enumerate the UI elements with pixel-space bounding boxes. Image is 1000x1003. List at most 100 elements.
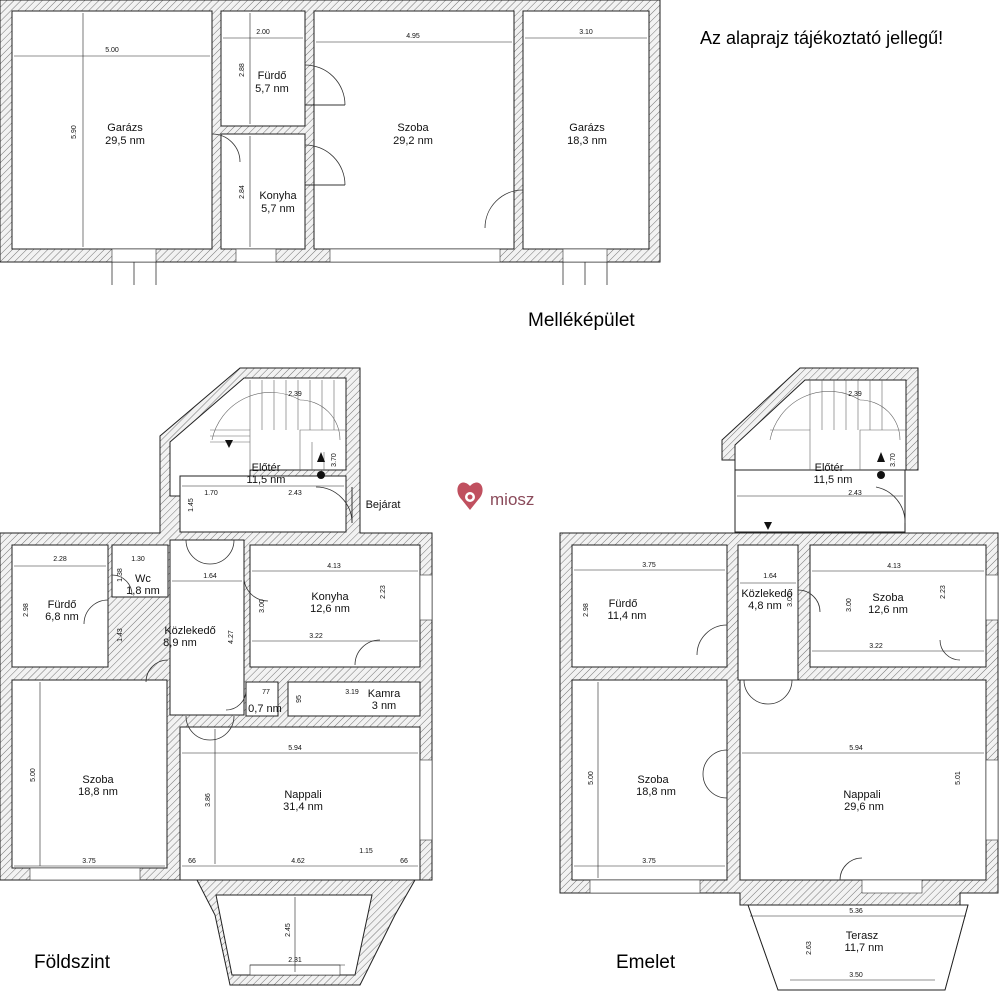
dim-label: 3.00 bbox=[846, 598, 853, 612]
ground-kitchen bbox=[249, 544, 421, 668]
window bbox=[589, 879, 701, 894]
dim-label: 5.01 bbox=[955, 771, 962, 785]
stair-direction-up-icon bbox=[877, 452, 885, 462]
room-area: 5,7 nm bbox=[255, 83, 289, 95]
dim-label: 3.00 bbox=[787, 593, 794, 607]
window bbox=[235, 248, 277, 263]
outbuilding-room bbox=[313, 10, 515, 250]
dim-label: 1.43 bbox=[117, 628, 124, 642]
dim-label: 5.00 bbox=[588, 771, 595, 785]
window bbox=[419, 574, 433, 621]
dim-label: 2.45 bbox=[285, 923, 292, 937]
double-door-swing bbox=[743, 679, 793, 705]
garage-door-opening bbox=[111, 248, 157, 263]
dim-label: 2.98 bbox=[583, 603, 590, 617]
dim-label: 3.75 bbox=[642, 562, 656, 569]
ground-pantry bbox=[287, 681, 421, 717]
upper-stair-hall bbox=[734, 379, 907, 471]
door-swing bbox=[354, 639, 381, 666]
garage-door-leaves bbox=[111, 262, 157, 285]
upper-stairs bbox=[769, 380, 906, 470]
window bbox=[861, 879, 923, 894]
dim-label: 1.30 bbox=[131, 556, 145, 563]
upper-living-room bbox=[739, 679, 987, 881]
dim-label: 1.15 bbox=[359, 848, 373, 855]
dim-label: 3.75 bbox=[642, 858, 656, 865]
room-name: Konyha bbox=[259, 190, 297, 202]
bay-window-area bbox=[215, 894, 373, 976]
window bbox=[985, 574, 999, 621]
room-area: 8,9 nm bbox=[163, 637, 197, 649]
dim-label: 2.88 bbox=[239, 63, 246, 77]
ground-living-room bbox=[179, 726, 421, 881]
window bbox=[329, 248, 501, 263]
section-title-outbuilding: Melléképület bbox=[528, 310, 635, 331]
stair-direction-up-icon bbox=[317, 452, 325, 462]
door-swing bbox=[304, 64, 346, 106]
dim-label: 1.70 bbox=[204, 490, 218, 497]
outbuilding-plan: 5.00 2.00 4.95 3.10 5.90 2.88 2.84 Garáz… bbox=[0, 0, 661, 285]
dim-label: 1.45 bbox=[188, 498, 195, 512]
ground-closet bbox=[245, 681, 279, 717]
dim-label: 2.98 bbox=[23, 603, 30, 617]
room-name: Terasz bbox=[846, 930, 878, 942]
dim-label: 3.50 bbox=[849, 972, 863, 979]
room-name: Fürdő bbox=[609, 598, 638, 610]
dim-label: 4.27 bbox=[228, 630, 235, 644]
room-area: 18,8 nm bbox=[78, 786, 118, 798]
upper-room-small bbox=[809, 544, 987, 668]
dim-label: 1.64 bbox=[203, 573, 217, 580]
dim-label: 2.39 bbox=[848, 391, 862, 398]
room-name: Kamra bbox=[368, 688, 401, 700]
dim-label: 2.23 bbox=[380, 585, 387, 599]
door-swing bbox=[797, 589, 821, 613]
window bbox=[29, 867, 141, 881]
room-area: 18,3 nm bbox=[567, 135, 607, 147]
room-area: 12,6 nm bbox=[310, 603, 350, 615]
door-swing bbox=[939, 639, 961, 661]
outbuilding-bathroom bbox=[220, 10, 306, 127]
door-swing bbox=[484, 189, 524, 229]
dim-label: 4.13 bbox=[887, 563, 901, 570]
room-area: 11,7 nm bbox=[845, 942, 884, 954]
dim-label: 3.70 bbox=[331, 453, 338, 467]
room-name: Garázs bbox=[569, 122, 605, 134]
stair-start-dot-icon bbox=[317, 471, 325, 479]
door-swing bbox=[304, 144, 346, 186]
outbuilding-garage-right bbox=[522, 10, 650, 250]
door-swing bbox=[696, 624, 728, 656]
room-name: Szoba bbox=[397, 122, 429, 134]
room-name: Szoba bbox=[82, 774, 114, 786]
stair-direction-down-icon bbox=[225, 440, 233, 448]
door-swing bbox=[243, 576, 269, 602]
dim-label: 3.19 bbox=[345, 689, 359, 696]
dim-label: 3.10 bbox=[579, 29, 593, 36]
stair-start-dot-icon bbox=[877, 471, 885, 479]
dim-label: 2.31 bbox=[288, 957, 302, 964]
door-swing bbox=[839, 857, 863, 881]
room-name: Közlekedő bbox=[741, 588, 792, 600]
dim-label: 77 bbox=[262, 689, 270, 696]
room-area: 11,5 nm bbox=[247, 474, 286, 486]
room-name: Fürdő bbox=[258, 70, 287, 82]
upper-floor-plan: 2.39 3.70 2.43 3.75 1.64 4.13 2.98 3.00 … bbox=[559, 367, 999, 991]
door-swing bbox=[83, 599, 109, 625]
ground-wc bbox=[111, 544, 169, 598]
disclaimer-note: Az alaprajz tájékoztató jellegű! bbox=[700, 28, 943, 48]
room-area: 11,5 nm bbox=[814, 474, 853, 486]
heart-swirl-icon bbox=[457, 482, 483, 510]
dim-label: 2.23 bbox=[940, 585, 947, 599]
dim-label: 66 bbox=[188, 858, 196, 865]
room-area: 31,4 nm bbox=[283, 801, 323, 813]
ground-entry-hall bbox=[179, 475, 347, 533]
dim-label: 66 bbox=[400, 858, 408, 865]
dim-label: 3.22 bbox=[869, 643, 883, 650]
dim-label: 3.00 bbox=[259, 599, 266, 613]
room-area: 0,7 nm bbox=[248, 703, 282, 715]
door-swing bbox=[315, 486, 353, 524]
room-area: 6,8 nm bbox=[45, 611, 79, 623]
section-title-upper-floor: Emelet bbox=[616, 952, 676, 973]
dim-label: 2.28 bbox=[53, 556, 67, 563]
room-name: Wc bbox=[135, 573, 151, 585]
dim-label: 3.75 bbox=[82, 858, 96, 865]
